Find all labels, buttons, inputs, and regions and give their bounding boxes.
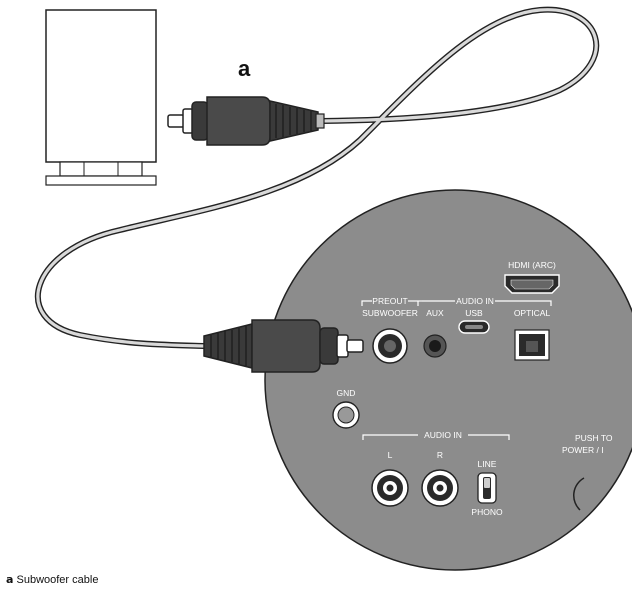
- optical-label: OPTICAL: [514, 308, 551, 318]
- subwoofer-jack: [372, 328, 408, 364]
- line-phono-switch: [477, 472, 497, 504]
- power-label: POWER / I: [562, 445, 604, 455]
- callout-letter-a: a: [238, 56, 251, 81]
- audio-in-left-jack: [371, 469, 409, 507]
- caption-text: Subwoofer cable: [16, 574, 99, 586]
- hdmi-arc-label: HDMI (ARC): [508, 260, 556, 270]
- subwoofer-unit: [45, 9, 157, 186]
- subwoofer-cable: [35, 6, 600, 349]
- push-to-label: PUSH TO: [575, 433, 613, 443]
- phono-label: PHONO: [471, 507, 503, 517]
- optical-port: [514, 329, 550, 361]
- rca-plug-top: [167, 96, 325, 146]
- aux-label: AUX: [426, 308, 444, 318]
- gnd-terminal: [332, 401, 360, 429]
- left-channel-label: L: [388, 450, 393, 460]
- subwoofer-label: SUBWOOFER: [362, 308, 418, 318]
- hdmi-port: [504, 274, 560, 294]
- right-channel-label: R: [437, 450, 443, 460]
- audio-in-bottom-label: AUDIO IN: [424, 430, 462, 440]
- caption-key: a: [6, 573, 14, 586]
- line-label: LINE: [478, 459, 497, 469]
- gnd-label: GND: [337, 388, 356, 398]
- rca-plug-bottom: [203, 319, 364, 373]
- audio-in-top-label: AUDIO IN: [456, 296, 494, 306]
- usb-label: USB: [465, 308, 483, 318]
- audio-in-right-jack: [421, 469, 459, 507]
- preout-label: PREOUT: [372, 296, 407, 306]
- amplifier-rear-panel: HDMI (ARC) PREOUT AUDIO IN SUBWOOFER AUX…: [264, 189, 632, 571]
- power-knob: [573, 477, 585, 511]
- figure-caption: a Subwoofer cable: [6, 573, 98, 586]
- aux-jack: [423, 334, 447, 358]
- usb-c-port: [458, 320, 490, 334]
